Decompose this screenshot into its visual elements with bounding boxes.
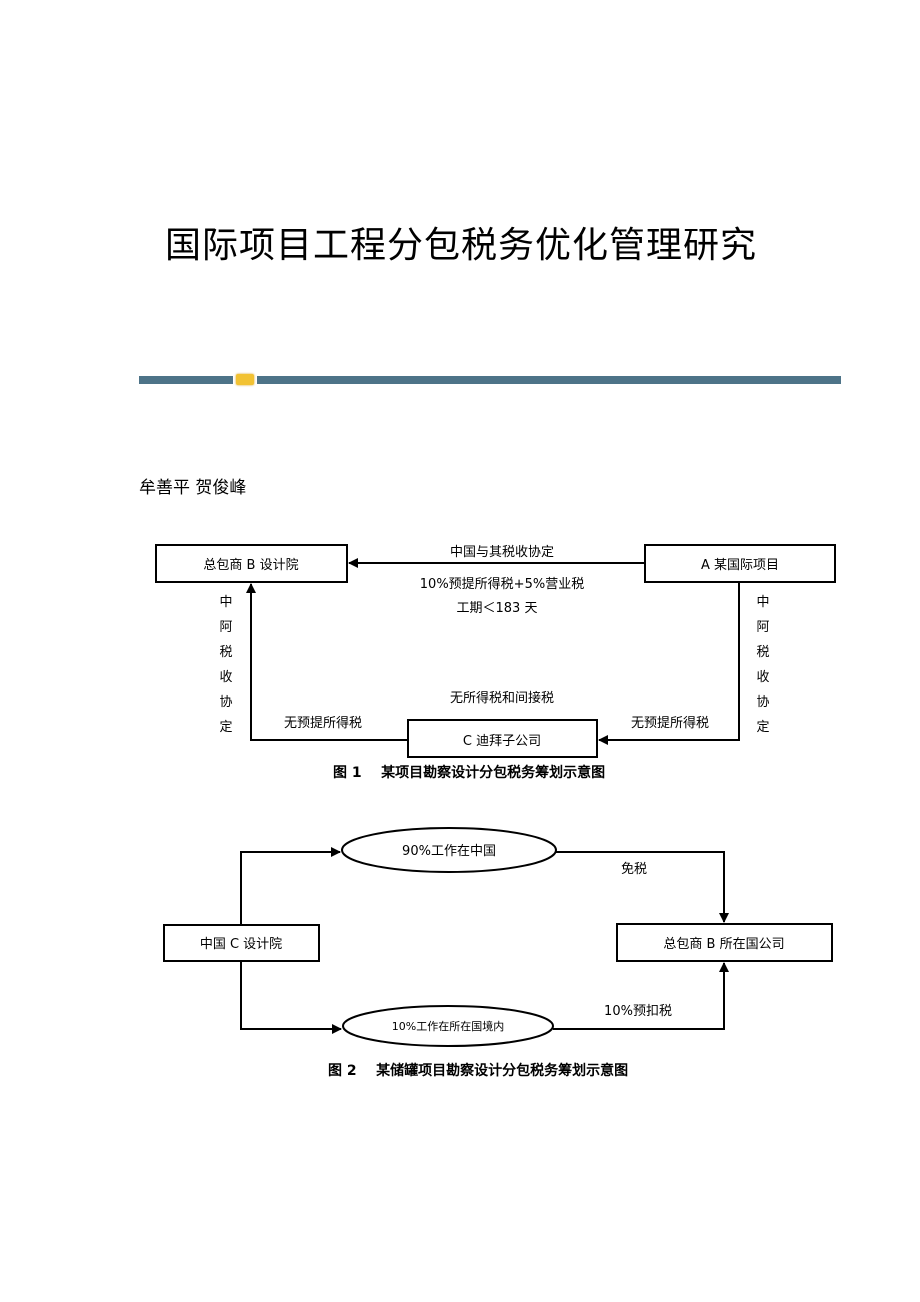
box-b-label: 总包商 B 设计院 bbox=[203, 558, 298, 573]
char: 收 bbox=[219, 670, 232, 685]
left-vertical-label: 中 阿 税 收 协 定 bbox=[219, 595, 232, 735]
bottom-label: 无所得税和间接税 bbox=[450, 690, 554, 706]
mid-label-1: 10%预提所得税+5%营业税 bbox=[420, 576, 584, 592]
char: 中 bbox=[219, 595, 232, 610]
mid-label-2: 工期＜183 天 bbox=[457, 601, 538, 616]
char: 收 bbox=[756, 670, 769, 685]
arrow-bottom-to-b bbox=[553, 962, 729, 1030]
ellipse-bottom-label: 10%工作在所在国境内 bbox=[392, 1019, 504, 1033]
envelope-icon bbox=[236, 374, 254, 385]
ellipse-top-label: 90%工作在中国 bbox=[402, 844, 496, 859]
box-b bbox=[155, 544, 348, 583]
divider-bar bbox=[139, 376, 233, 384]
arrow-c-to-b bbox=[246, 583, 408, 741]
bottom-arrow-label: 10%预扣税 bbox=[604, 1004, 672, 1019]
figure-1-caption: 图 1 某项目勘察设计分包税务筹划示意图 bbox=[333, 764, 605, 781]
char: 定 bbox=[219, 720, 232, 735]
char: 阿 bbox=[756, 620, 769, 635]
arrow-top-to-b bbox=[556, 851, 729, 923]
document-title: 国际项目工程分包税务优化管理研究 bbox=[165, 225, 758, 266]
box-c-label: C 迪拜子公司 bbox=[463, 734, 541, 749]
arrow-a-to-c bbox=[598, 582, 740, 745]
box-c bbox=[407, 719, 598, 758]
char: 税 bbox=[756, 645, 769, 660]
ellipse-bottom bbox=[342, 1005, 554, 1047]
arrow-c-to-top bbox=[240, 847, 341, 925]
char: 阿 bbox=[219, 620, 232, 635]
box-a-label: A 某国际项目 bbox=[701, 558, 779, 573]
top-arrow-label: 免税 bbox=[621, 862, 647, 877]
ellipse-top bbox=[341, 827, 557, 873]
right-arrow-label: 无预提所得税 bbox=[631, 715, 709, 731]
right-vertical-label: 中 阿 税 收 协 定 bbox=[756, 595, 769, 735]
figure-1 bbox=[155, 544, 836, 758]
box-c-design-label: 中国 C 设计院 bbox=[200, 937, 282, 952]
char: 税 bbox=[219, 645, 232, 660]
char: 定 bbox=[756, 720, 769, 735]
figure-2 bbox=[163, 827, 833, 1047]
figure-2-caption: 图 2 某储罐项目勘察设计分包税务筹划示意图 bbox=[328, 1062, 628, 1079]
char: 协 bbox=[219, 695, 232, 710]
box-b-company bbox=[616, 923, 833, 962]
left-arrow-label: 无预提所得税 bbox=[284, 715, 362, 731]
authors: 牟善平 贺俊峰 bbox=[139, 478, 247, 498]
char: 中 bbox=[756, 595, 769, 610]
arrow-c-to-bottom bbox=[240, 961, 342, 1034]
char: 协 bbox=[756, 695, 769, 710]
divider-bar bbox=[257, 376, 841, 384]
box-b-company-label: 总包商 B 所在国公司 bbox=[663, 937, 784, 952]
top-label: 中国与其税收协定 bbox=[450, 545, 554, 560]
